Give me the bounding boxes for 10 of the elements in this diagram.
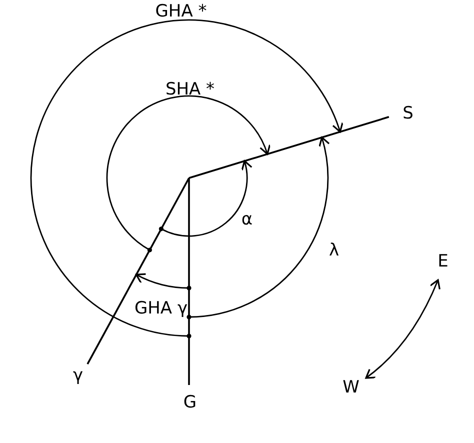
ray-label: G — [183, 394, 197, 412]
ray-label: S — [402, 106, 414, 122]
direction-label: E — [438, 254, 448, 270]
angle-label: GHA * — [155, 4, 207, 20]
direction-label: W — [342, 380, 360, 396]
angle-label: λ — [328, 242, 340, 260]
angle-label: GHA γ — [134, 300, 188, 318]
angle-label: α — [241, 212, 253, 228]
ray-label: γ — [72, 368, 84, 384]
angle-label: SHA * — [165, 82, 215, 98]
